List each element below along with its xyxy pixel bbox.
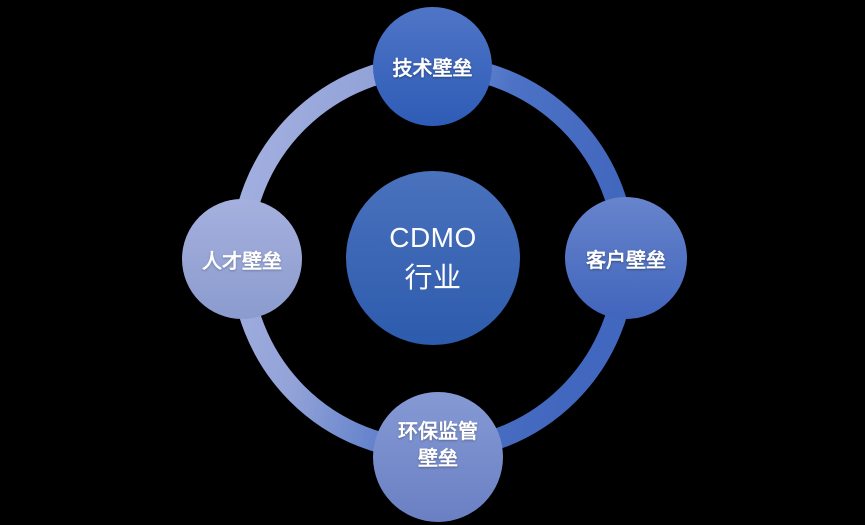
center-label-line: CDMO	[389, 222, 477, 254]
node-label-line: 人才壁垒	[202, 250, 282, 273]
node-technology-barrier: 技术壁垒	[373, 7, 492, 126]
node-label-line: 壁垒	[418, 448, 458, 470]
node-label: 客户壁垒	[586, 244, 666, 273]
node-label-line: 环保监管	[398, 421, 478, 443]
node-label: 环保监管 壁垒	[398, 419, 478, 473]
center-label: CDMO 行业	[389, 218, 477, 298]
node-label: 人才壁垒	[202, 245, 282, 274]
node-label-line: 客户壁垒	[586, 249, 666, 272]
node-label-line: 技术壁垒	[392, 58, 473, 80]
node-talent-barrier: 人才壁垒	[182, 199, 302, 319]
center-label-line: 行业	[404, 262, 462, 293]
center-node-cdmo-industry: CDMO 行业	[346, 171, 520, 345]
node-label: 技术壁垒	[393, 52, 473, 81]
node-customer-barrier: 客户壁垒	[565, 197, 687, 319]
node-environmental-regulation-barrier: 环保监管 壁垒	[373, 392, 503, 522]
